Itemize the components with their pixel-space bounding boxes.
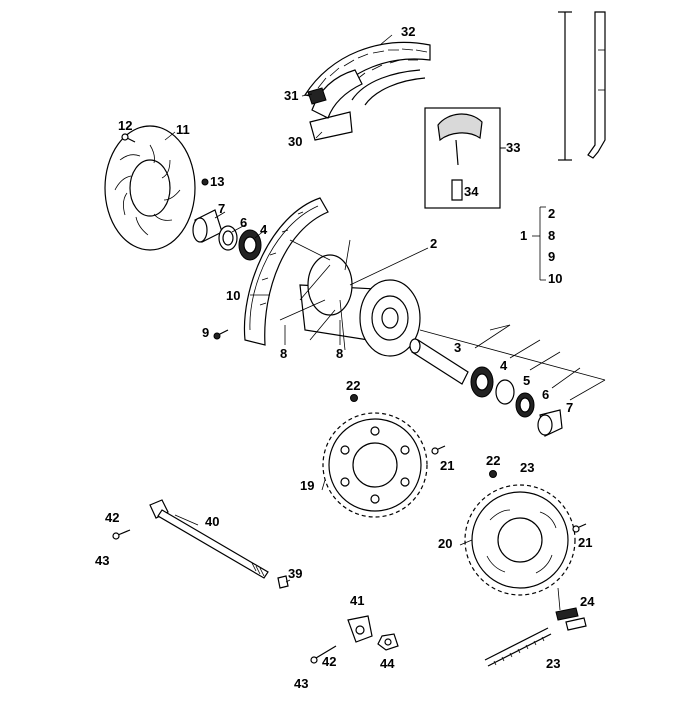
screw-9 xyxy=(213,329,229,340)
axle-40 xyxy=(149,499,269,579)
label-44: 44 xyxy=(380,656,395,671)
label-19: 19 xyxy=(300,478,314,493)
left-bearing-4 xyxy=(238,229,262,261)
label-9: 9 xyxy=(202,325,209,340)
hub-part xyxy=(279,239,421,357)
nut-44 xyxy=(377,633,399,651)
bolt-21-top xyxy=(431,445,446,455)
disc-bolt-12 xyxy=(121,133,136,143)
nut-22-top xyxy=(350,394,358,402)
rim-part xyxy=(243,197,329,346)
label-24: 24 xyxy=(580,594,595,609)
sprocket-20 xyxy=(464,484,576,596)
right-seal-6 xyxy=(515,392,535,418)
label-39: 39 xyxy=(288,566,302,581)
label-30: 30 xyxy=(288,134,302,149)
bolt-42-left xyxy=(112,529,131,540)
label-7-left: 7 xyxy=(218,201,225,216)
label-33: 33 xyxy=(506,140,520,155)
chain-adjuster-41 xyxy=(347,615,373,643)
leader-lines xyxy=(164,34,606,611)
kit-item-1: 2 xyxy=(548,206,555,221)
right-bearing-4 xyxy=(470,366,494,398)
label-21-top: 21 xyxy=(440,458,454,473)
circlip-5 xyxy=(495,379,515,405)
label-3: 3 xyxy=(454,340,461,355)
label-10: 10 xyxy=(226,288,240,303)
label-31: 31 xyxy=(284,88,298,103)
label-40: 40 xyxy=(205,514,219,529)
kit-item-4: 10 xyxy=(548,271,562,286)
label-34: 34 xyxy=(464,184,479,199)
label-32: 32 xyxy=(401,24,415,39)
spoke-gauge xyxy=(558,11,606,161)
tube-part xyxy=(307,69,363,141)
label-43-left: 43 xyxy=(95,553,109,568)
label-22-top: 22 xyxy=(346,378,360,393)
label-20: 20 xyxy=(438,536,452,551)
label-23-bottom: 23 xyxy=(546,656,560,671)
label-42-left: 42 xyxy=(105,510,119,525)
kit-item-2: 8 xyxy=(548,228,555,243)
label-42-bottom: 42 xyxy=(322,654,336,669)
left-seal-6 xyxy=(218,225,238,251)
axle-nut-39 xyxy=(277,575,289,589)
label-4-left: 4 xyxy=(260,222,268,237)
axle-spacer-3 xyxy=(409,338,469,385)
label-43-bottom: 43 xyxy=(294,676,308,691)
master-link-24 xyxy=(555,607,587,631)
label-23-top: 23 xyxy=(520,460,534,475)
label-21-bottom: 21 xyxy=(578,535,592,550)
label-41: 41 xyxy=(350,593,364,608)
sprocket-19 xyxy=(322,412,428,518)
bolt-42-bottom xyxy=(310,645,337,664)
label-11: 11 xyxy=(176,122,190,137)
callout-labels: 32 31 30 33 34 12 11 13 7 6 4 2 10 9 8 8… xyxy=(95,24,595,691)
right-spacer-7 xyxy=(537,409,563,437)
label-6-left: 6 xyxy=(240,215,247,230)
nut-22-bottom xyxy=(489,470,497,478)
label-2: 2 xyxy=(430,236,437,251)
brake-disc-part xyxy=(104,125,196,251)
label-1: 1 xyxy=(520,228,527,243)
label-5: 5 xyxy=(523,373,530,388)
label-7-right: 7 xyxy=(566,400,573,415)
label-13: 13 xyxy=(210,174,224,189)
chain-23 xyxy=(484,627,552,667)
label-22-bottom: 22 xyxy=(486,453,500,468)
label-8-right: 8 xyxy=(336,346,343,361)
label-6-right: 6 xyxy=(542,387,549,402)
nut-13 xyxy=(201,178,209,186)
kit-item-3: 9 xyxy=(548,249,555,264)
label-4-right: 4 xyxy=(500,358,508,373)
label-12: 12 xyxy=(118,118,132,133)
label-8-left: 8 xyxy=(280,346,287,361)
rim-lock-box xyxy=(424,107,505,209)
bolt-21-bottom xyxy=(572,523,587,533)
